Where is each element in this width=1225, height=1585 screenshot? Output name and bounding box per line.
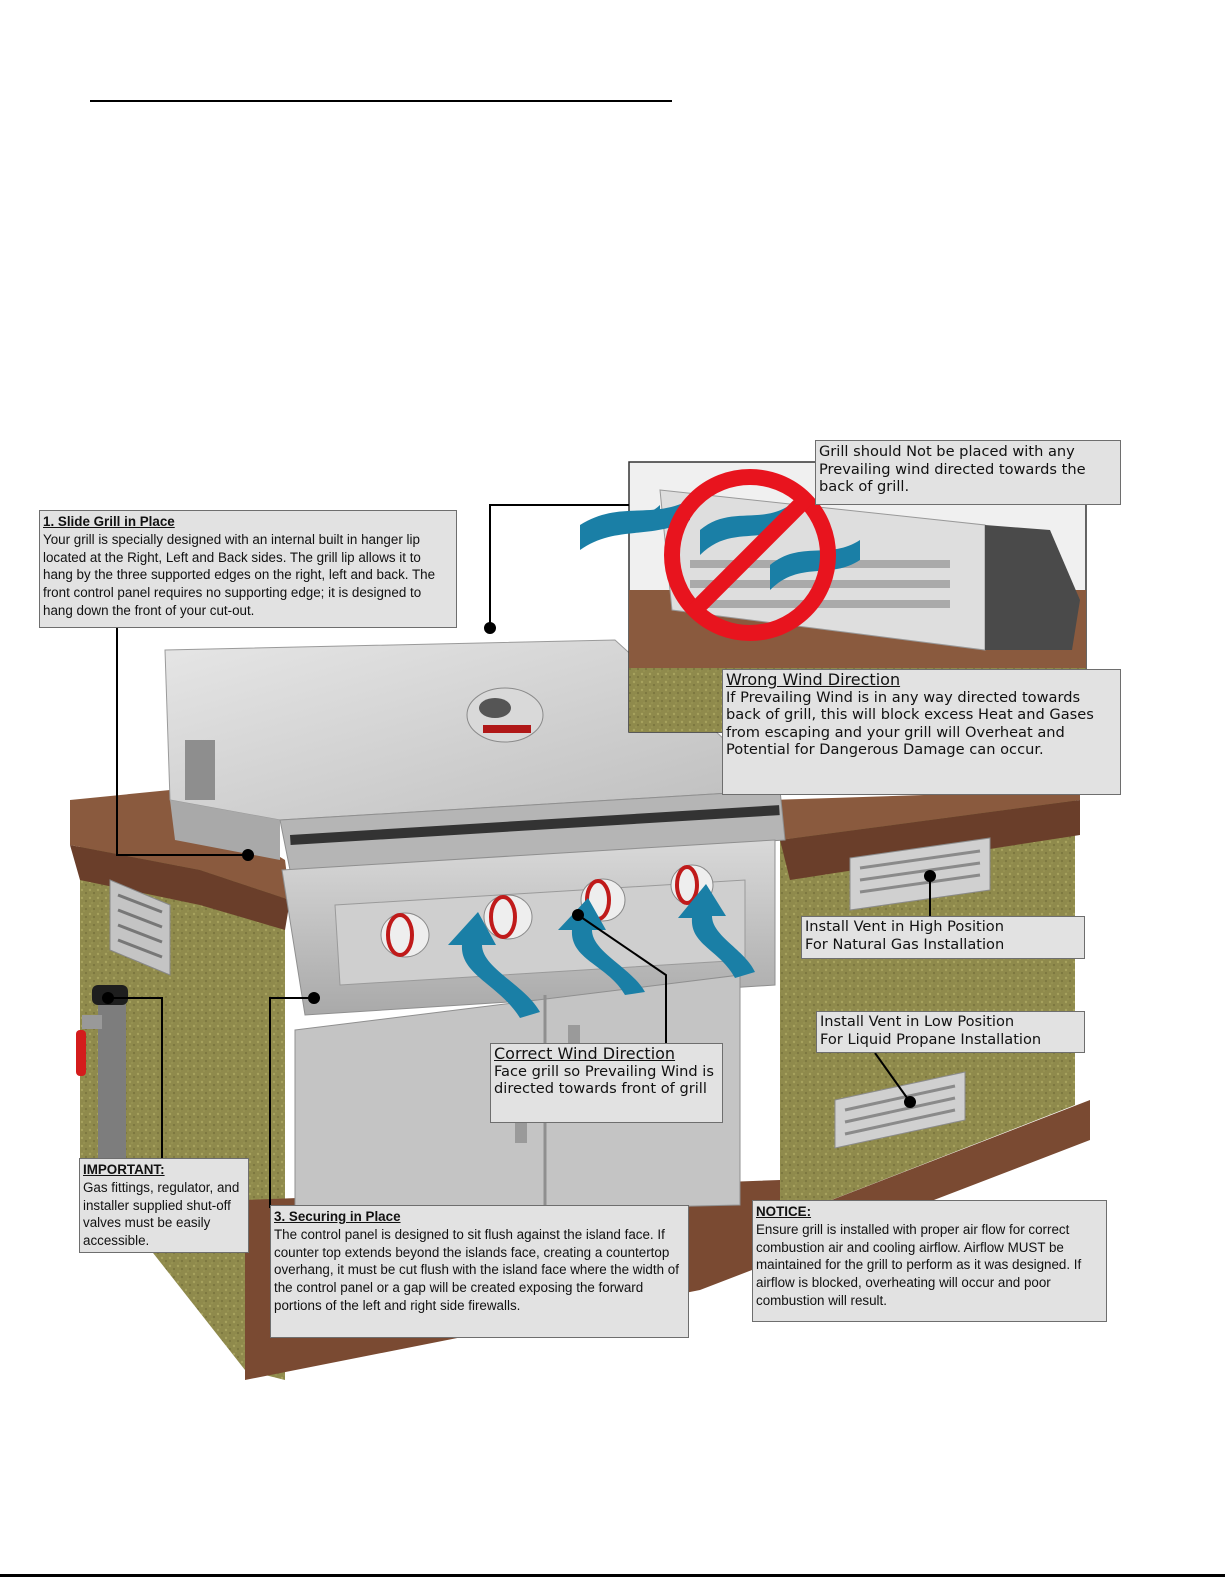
header-rule [90,100,672,102]
callout-line: For Liquid Propane Installation [820,1030,1042,1048]
callout-heading: Correct Wind Direction [494,1044,676,1063]
callout-body: Ensure grill is installed with proper ai… [756,1221,1082,1308]
callout-body: Your grill is specially designed with an… [43,531,436,618]
footer-rule [0,1574,1225,1577]
callout-important: IMPORTANT: Gas fittings, regulator, and … [79,1158,249,1253]
callout-heading: 1. Slide Grill in Place [43,514,175,529]
callout-correct-wind: Correct Wind Direction Face grill so Pre… [490,1043,723,1123]
callout-line: For Natural Gas Installation [805,935,1005,953]
callout-line: Install Vent in High Position [805,918,1004,935]
vent-grille-icon [109,879,171,976]
vent-low-grille [834,1071,966,1149]
callout-notice: NOTICE: Ensure grill is installed with p… [752,1200,1107,1322]
callout-securing: 3. Securing in Place The control panel i… [270,1205,689,1338]
callout-vent-high: Install Vent in High Position For Natura… [801,916,1085,959]
callout-vent-low: Install Vent in Low Position For Liquid … [816,1011,1085,1053]
vent-high-grille [849,837,991,911]
callout-not-placed: Grill should Not be placed with any Prev… [815,440,1121,505]
grill [164,639,786,1216]
gas-valve-icon [76,1030,86,1076]
callout-slide-grill: 1. Slide Grill in Place Your grill is sp… [39,510,457,628]
callout-heading: NOTICE: [756,1204,812,1219]
callout-heading: Wrong Wind Direction [726,670,901,689]
callout-body: Face grill so Prevailing Wind is directe… [494,1062,714,1098]
callout-body: If Prevailing Wind is in any way directe… [726,688,1094,759]
knob [380,912,430,958]
callout-line: Install Vent in Low Position [820,1013,1015,1030]
callout-body: Grill should Not be placed with any Prev… [819,443,1086,496]
leader-lines [102,504,936,1208]
wind-arrow-icon [448,884,755,1018]
callout-body: The control panel is designed to sit flu… [274,1226,679,1313]
prohibited-icon [664,469,836,641]
callout-heading: 3. Securing in Place [274,1209,401,1224]
callout-body: Gas fittings, regulator, and installer s… [83,1179,240,1249]
knob [483,894,533,940]
callout-heading: IMPORTANT: [83,1162,165,1177]
callout-wrong-wind: Wrong Wind Direction If Prevailing Wind … [722,669,1121,795]
